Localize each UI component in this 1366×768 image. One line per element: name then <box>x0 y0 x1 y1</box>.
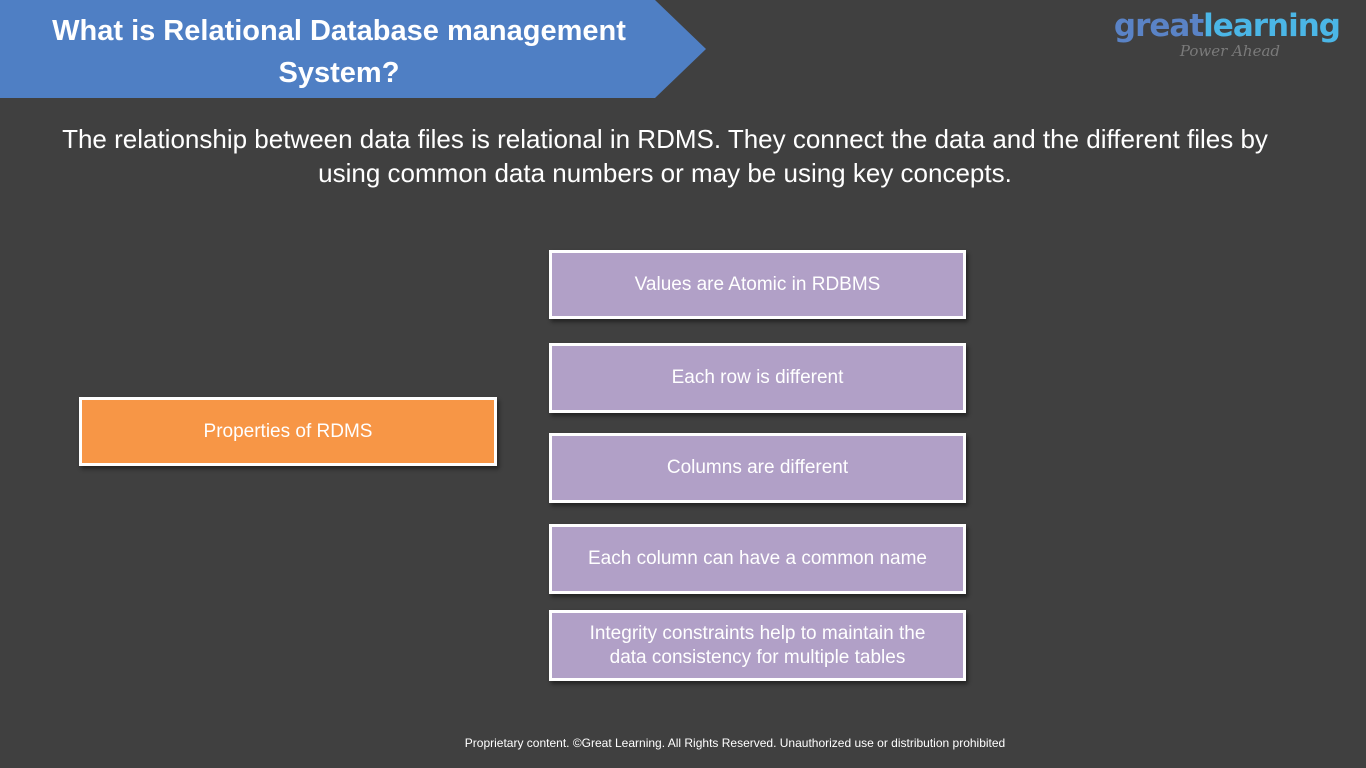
property-label: Each row is different <box>671 367 844 388</box>
property-label: Columns are different <box>666 457 849 478</box>
property-box: Each column can have a common name <box>549 524 966 594</box>
property-box: Columns are different <box>549 433 966 503</box>
footer-copyright: Proprietary content. ©Great Learning. Al… <box>464 736 1006 750</box>
brand-name-learning: learning <box>1203 8 1341 44</box>
brand-logo: greatlearning Power Ahead <box>1110 6 1341 60</box>
properties-root-label: Properties of RDMS <box>203 420 373 442</box>
property-label: Each column can have a common name <box>587 548 927 569</box>
property-box: Each row is different <box>549 343 966 413</box>
property-box: Values are Atomic in RDBMS <box>549 250 966 319</box>
slide-title: What is Relational Database management S… <box>52 15 626 89</box>
title-banner <box>0 0 706 98</box>
intro-text: The relationship between data files is r… <box>62 124 1268 188</box>
property-box: Integrity constraints help to maintain t… <box>549 610 966 681</box>
brand-name-great: great <box>1113 8 1204 44</box>
property-label: Integrity constraints help to maintain t… <box>589 622 926 668</box>
brand-tagline: Power Ahead <box>1179 42 1280 60</box>
property-label: Values are Atomic in RDBMS <box>634 273 881 295</box>
properties-root-box: Properties of RDMS <box>79 397 497 466</box>
